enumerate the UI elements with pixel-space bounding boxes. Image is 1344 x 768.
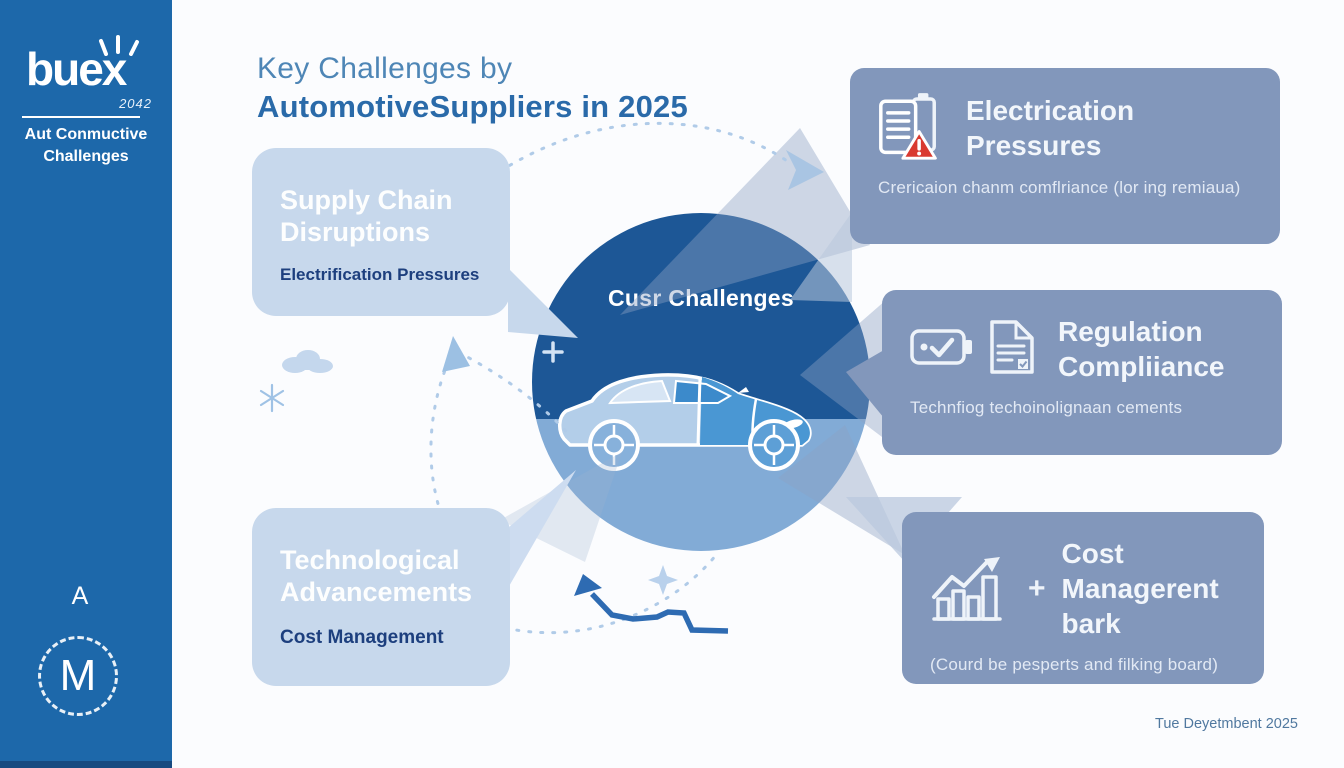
sidebar: buex 2042 Aut Conmuctive Challenges A M bbox=[0, 0, 172, 768]
callout-technological-advancements: Technological Advancements Cost Manageme… bbox=[252, 508, 510, 686]
document-check-icon bbox=[988, 318, 1036, 381]
title-line2: AutomotiveSuppliers in 2025 bbox=[257, 89, 688, 124]
footer-date: Tue Deyetmbent 2025 bbox=[1155, 716, 1298, 732]
regulation-subtitle: Technfiog techoinolignaan cements bbox=[910, 398, 1183, 417]
tagline-line1: Aut Conmuctive bbox=[24, 126, 148, 143]
title-line1: Key Challenges by bbox=[257, 52, 513, 85]
sparkle-star-icon bbox=[648, 565, 678, 595]
regulation-title-line2: Compliiance bbox=[1058, 351, 1225, 382]
monogram-a: A bbox=[71, 582, 89, 610]
tagline-line2: Challenges bbox=[43, 147, 129, 165]
supply-chain-subtitle: Electrification Pressures bbox=[280, 264, 480, 284]
supply-chain-title-line1: Supply Chain bbox=[280, 185, 453, 215]
car-rear-wheel bbox=[588, 419, 640, 471]
cost-title-line2: Managerent bark bbox=[1061, 573, 1219, 639]
battery-check-icon bbox=[910, 324, 974, 375]
page-title: Key Challenges by AutomotiveSuppliers in… bbox=[257, 52, 688, 125]
cost-title-line1: Cost bbox=[1061, 538, 1124, 569]
electrification-title: Electrication Pressures bbox=[966, 95, 1135, 161]
logo-divider bbox=[22, 116, 140, 118]
sparkle-left-icon bbox=[259, 383, 285, 413]
cloud-icon bbox=[282, 350, 333, 373]
cost-subtitle: (Courd be pesperts and filking board) bbox=[930, 655, 1219, 674]
bar-chart-growth-icon bbox=[930, 555, 1006, 623]
callout-regulation-compliance: Regulation Compliiance Technfiog techoin… bbox=[882, 290, 1282, 455]
tech-subtitle: Cost Management bbox=[280, 626, 444, 648]
callout-cost-management: + Cost Managerent bark (Courd be pespert… bbox=[902, 512, 1264, 684]
arrowhead-top bbox=[786, 150, 824, 190]
tech-title-line2: Advancements bbox=[280, 577, 473, 608]
monogram-circle: M bbox=[38, 636, 118, 716]
car-front-wheel bbox=[748, 419, 800, 471]
sidebar-tagline: Aut Conmuctive Challenges bbox=[0, 124, 172, 167]
logo-subtext: 2042 bbox=[119, 96, 152, 111]
arrowhead-left bbox=[442, 336, 470, 372]
tail-bottom-left-box bbox=[508, 470, 576, 588]
tech-title-line1: Technological bbox=[280, 545, 460, 575]
logo: buex 2042 bbox=[26, 35, 152, 111]
callout-electrification-pressures: Electrication Pressures Crericaion chanm… bbox=[850, 68, 1280, 244]
zigzag-arrow bbox=[574, 574, 729, 634]
monogram-m: M bbox=[59, 651, 97, 700]
hub-circle: Cusr Challenges bbox=[532, 213, 870, 551]
document-warning-icon bbox=[878, 92, 944, 164]
sidebar-footer-strip bbox=[0, 761, 172, 768]
car-mirror bbox=[738, 387, 749, 393]
supply-chain-title-line2: Disruptions bbox=[280, 217, 431, 248]
car-rear-window bbox=[608, 379, 672, 405]
callout-supply-chain: Supply Chain Disruptions Electrification… bbox=[252, 148, 510, 316]
zigzag-arrowhead bbox=[574, 574, 602, 596]
car-door-line bbox=[696, 376, 702, 446]
electrification-subtitle: Crericaion chanm comflriance (lor ing re… bbox=[878, 178, 1241, 197]
hub-label: Cusr Challenges bbox=[608, 285, 794, 311]
dashed-arc-bottom bbox=[503, 553, 718, 635]
sparkle-rays-icon bbox=[99, 35, 139, 56]
plus-mark: + bbox=[1028, 571, 1046, 605]
car-illustration bbox=[558, 373, 812, 471]
regulation-title-line1: Regulation bbox=[1058, 316, 1203, 347]
logo-text: buex bbox=[26, 43, 127, 95]
